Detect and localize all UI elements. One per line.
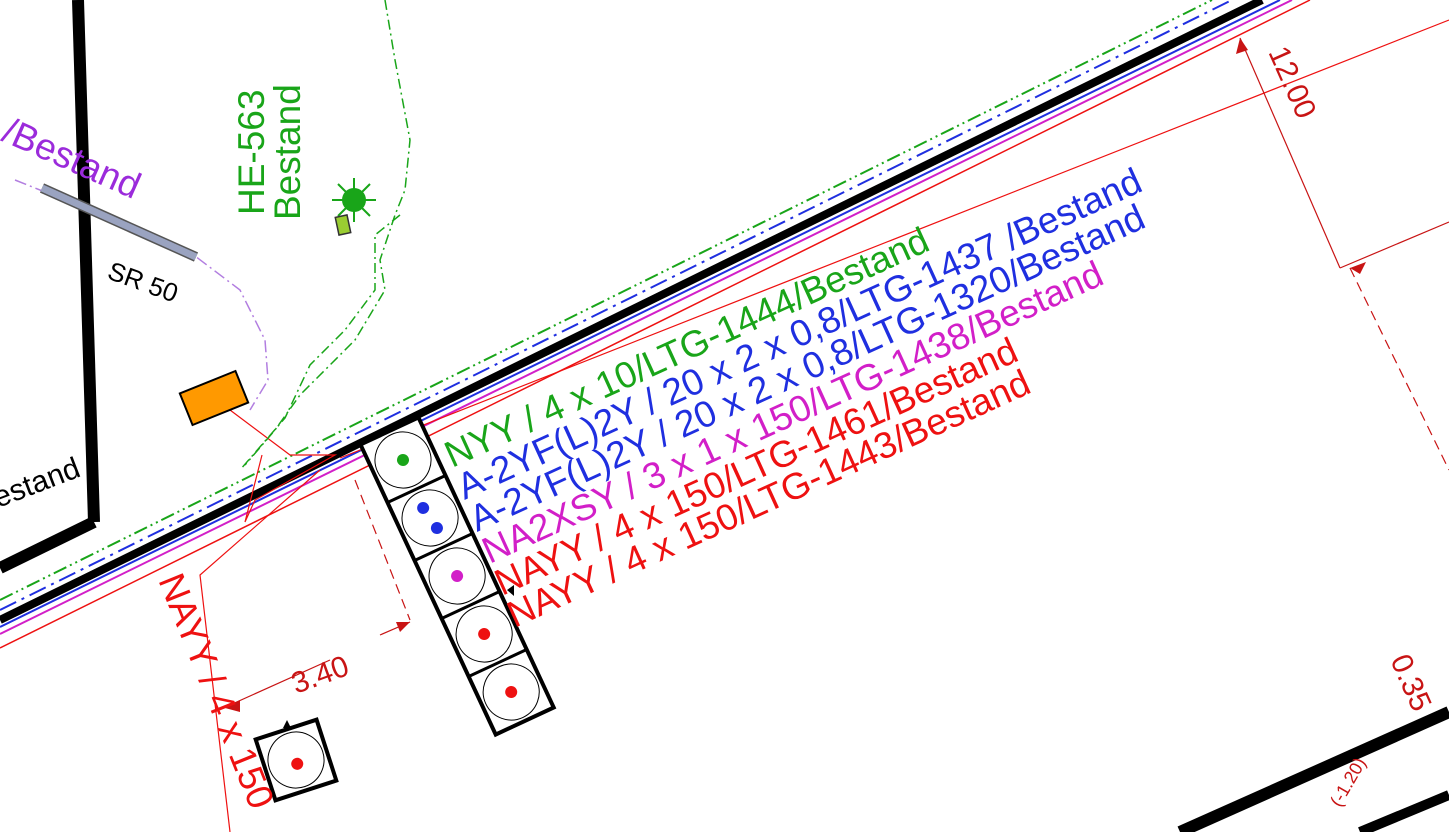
duct-marker bbox=[507, 585, 514, 596]
corridor-magenta bbox=[0, 0, 1293, 635]
duct-4-red-cable bbox=[478, 628, 491, 641]
bottom-right-wall-inner bbox=[1358, 790, 1449, 832]
cable-corridor bbox=[0, 0, 1311, 649]
dim-12-leader bbox=[1239, 37, 1341, 269]
dim-12-dash bbox=[1349, 267, 1449, 471]
dim-label-035: 0.35 bbox=[1384, 649, 1438, 716]
bottom-right-wall bbox=[1177, 706, 1449, 832]
corridor-black-main bbox=[0, 0, 1264, 624]
duct-3-magenta-cable bbox=[451, 570, 464, 583]
dim-label-340: 3.40 bbox=[287, 650, 353, 701]
duct-1-green-cable bbox=[397, 454, 409, 466]
duct-2-blue-cable-a bbox=[417, 501, 430, 514]
corridor-blue-solid bbox=[0, 0, 1281, 628]
dim-340-leader bbox=[229, 659, 331, 706]
label-left-bestand: estand bbox=[0, 451, 85, 514]
corridor-red bbox=[0, 0, 1311, 649]
street-lamp-icon bbox=[332, 178, 376, 222]
sr50-bar-inner bbox=[40, 184, 198, 261]
duct-5-red-cable bbox=[505, 686, 518, 699]
purple-path bbox=[14, 179, 269, 411]
left-wall-vertical bbox=[72, 0, 100, 523]
single-duct-marker bbox=[283, 720, 291, 728]
label-purple-bestand: /Bestand bbox=[0, 110, 147, 207]
red-connector bbox=[229, 409, 338, 523]
dimension-lines bbox=[229, 37, 1449, 706]
orange-cabinet bbox=[178, 369, 250, 427]
dim-340-dash bbox=[354, 479, 411, 621]
label-sr50: SR 50 bbox=[104, 255, 182, 308]
duct-2-blue-cable-b bbox=[430, 522, 443, 535]
dim-12-upper bbox=[1339, 221, 1449, 269]
dim-label-12: 12.00 bbox=[1262, 41, 1323, 123]
green-path bbox=[244, 0, 411, 466]
lamp-base bbox=[334, 214, 352, 236]
red-boundary-lower bbox=[199, 469, 321, 832]
green-path-2 bbox=[239, 214, 401, 471]
duct-bank bbox=[357, 414, 557, 738]
label-he563-bestand: Bestand bbox=[267, 84, 308, 220]
dimension-arrows bbox=[225, 38, 1366, 712]
label-he563: HE-563 bbox=[231, 90, 272, 215]
left-wall-diagonal bbox=[0, 516, 97, 574]
single-duct bbox=[253, 717, 339, 803]
